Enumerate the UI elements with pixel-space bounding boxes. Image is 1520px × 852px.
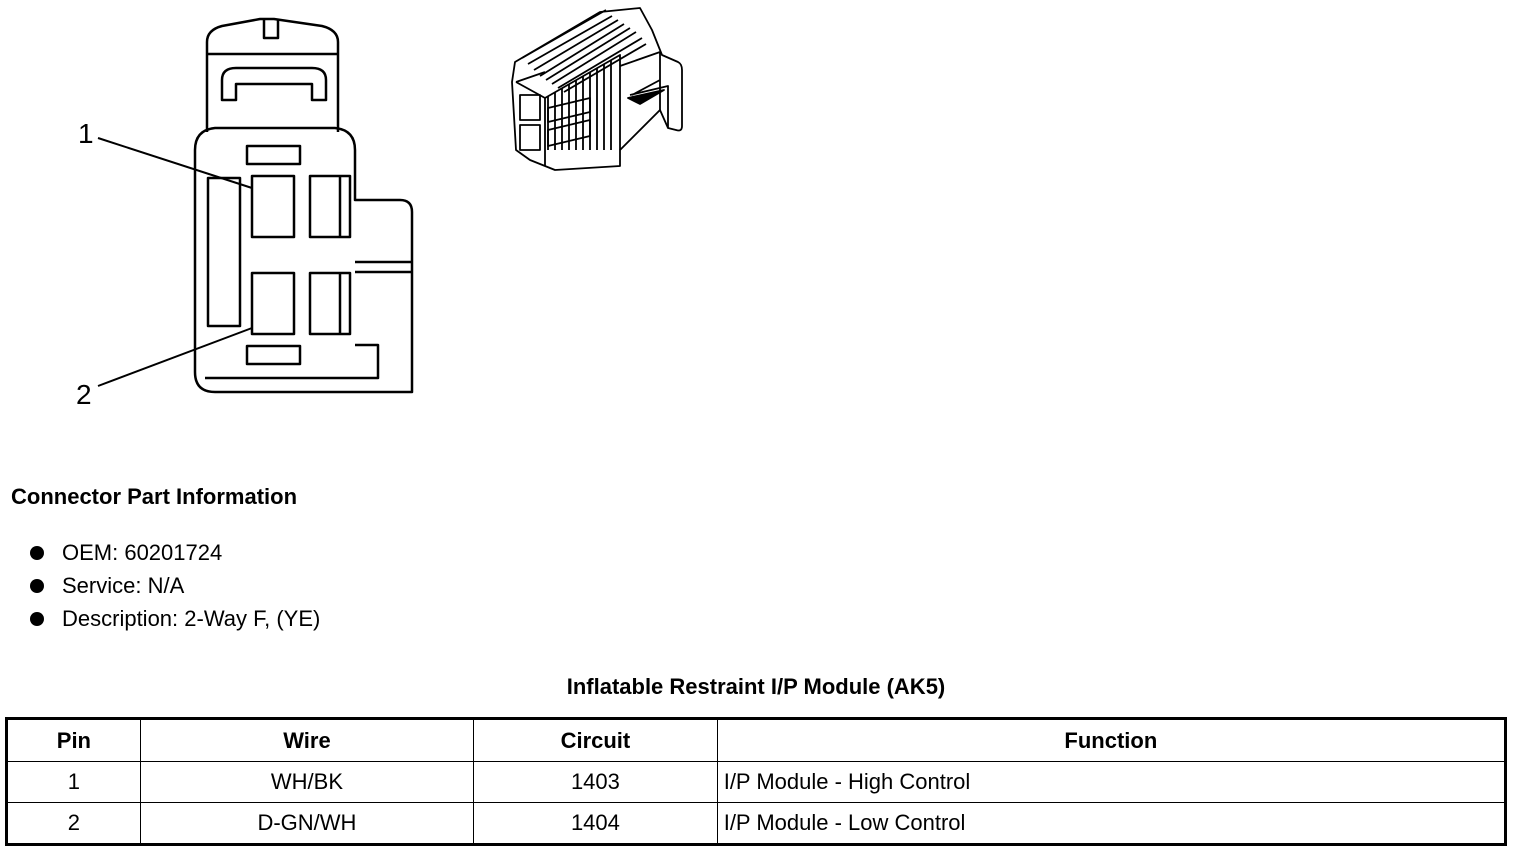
locking-tab <box>205 17 340 132</box>
service-item: Service: N/A <box>30 571 320 604</box>
header-wire: Wire <box>139 718 475 762</box>
cell-wire: D-GN/WH <box>139 802 475 845</box>
housing-side-slot <box>206 176 242 328</box>
locking-tab-slot <box>220 66 328 102</box>
cell-pin: 1 <box>6 761 141 803</box>
iso-face <box>515 54 621 166</box>
table-row: 2 D-GN/WH 1404 I/P Module - Low Control <box>6 802 1507 845</box>
pinout-table: Pin Wire Circuit Function 1 WH/BK 1403 I… <box>5 717 1507 846</box>
connector-face-view <box>97 17 414 394</box>
keying-slot-bottom <box>245 344 302 366</box>
iso-top-ribs <box>521 9 647 93</box>
pin-1-leader-line <box>97 137 253 189</box>
connector-diagram: 1 2 <box>76 7 683 410</box>
pin-1-callout: 1 <box>78 118 94 149</box>
pin-2-leader-line <box>97 327 253 387</box>
oem-text: OEM: 60201724 <box>62 540 223 565</box>
cell-function: I/P Module - Low Control <box>716 802 1507 845</box>
cell-circuit: 1403 <box>473 761 718 803</box>
iso-front-slots <box>547 97 591 147</box>
pin-2-cavity <box>250 271 296 336</box>
bullet-icon <box>30 579 44 593</box>
pin-2-secondary-cavity <box>308 271 352 336</box>
cell-circuit: 1404 <box>473 802 718 845</box>
pin-1-cavity <box>250 174 296 239</box>
cell-wire: WH/BK <box>139 761 475 803</box>
iso-cavity-lower <box>519 124 541 151</box>
connector-isometric-view <box>511 7 683 171</box>
cell-pin: 2 <box>6 802 141 845</box>
description-text: Description: 2-Way F, (YE) <box>62 606 321 631</box>
service-text: Service: N/A <box>62 573 185 598</box>
header-circuit: Circuit <box>473 718 718 762</box>
keying-slot-top <box>245 144 302 166</box>
connector-info-heading: Connector Part Information <box>11 484 298 509</box>
housing-side-ledge <box>205 260 412 380</box>
header-function: Function <box>716 718 1507 762</box>
iso-outline <box>511 7 683 171</box>
oem-item: OEM: 60201724 <box>30 538 320 571</box>
table-header-row: Pin Wire Circuit Function <box>6 718 1507 762</box>
iso-side-triangle <box>627 89 665 105</box>
table-title: Inflatable Restraint I/P Module (AK5) <box>566 674 946 699</box>
connector-info-list: OEM: 60201724 Service: N/A Description: … <box>30 538 320 637</box>
connector-housing <box>193 126 414 394</box>
bullet-icon <box>30 612 44 626</box>
pin-1-secondary-cavity <box>308 174 352 239</box>
pin-2-callout: 2 <box>76 379 92 410</box>
cell-function: I/P Module - High Control <box>716 761 1507 803</box>
description-item: Description: 2-Way F, (YE) <box>30 604 320 637</box>
bullet-icon <box>30 546 44 560</box>
table-row: 1 WH/BK 1403 I/P Module - High Control <box>6 761 1507 803</box>
header-pin: Pin <box>6 718 141 762</box>
locking-tab-ridge <box>207 19 338 56</box>
iso-cavity-upper <box>519 94 541 121</box>
